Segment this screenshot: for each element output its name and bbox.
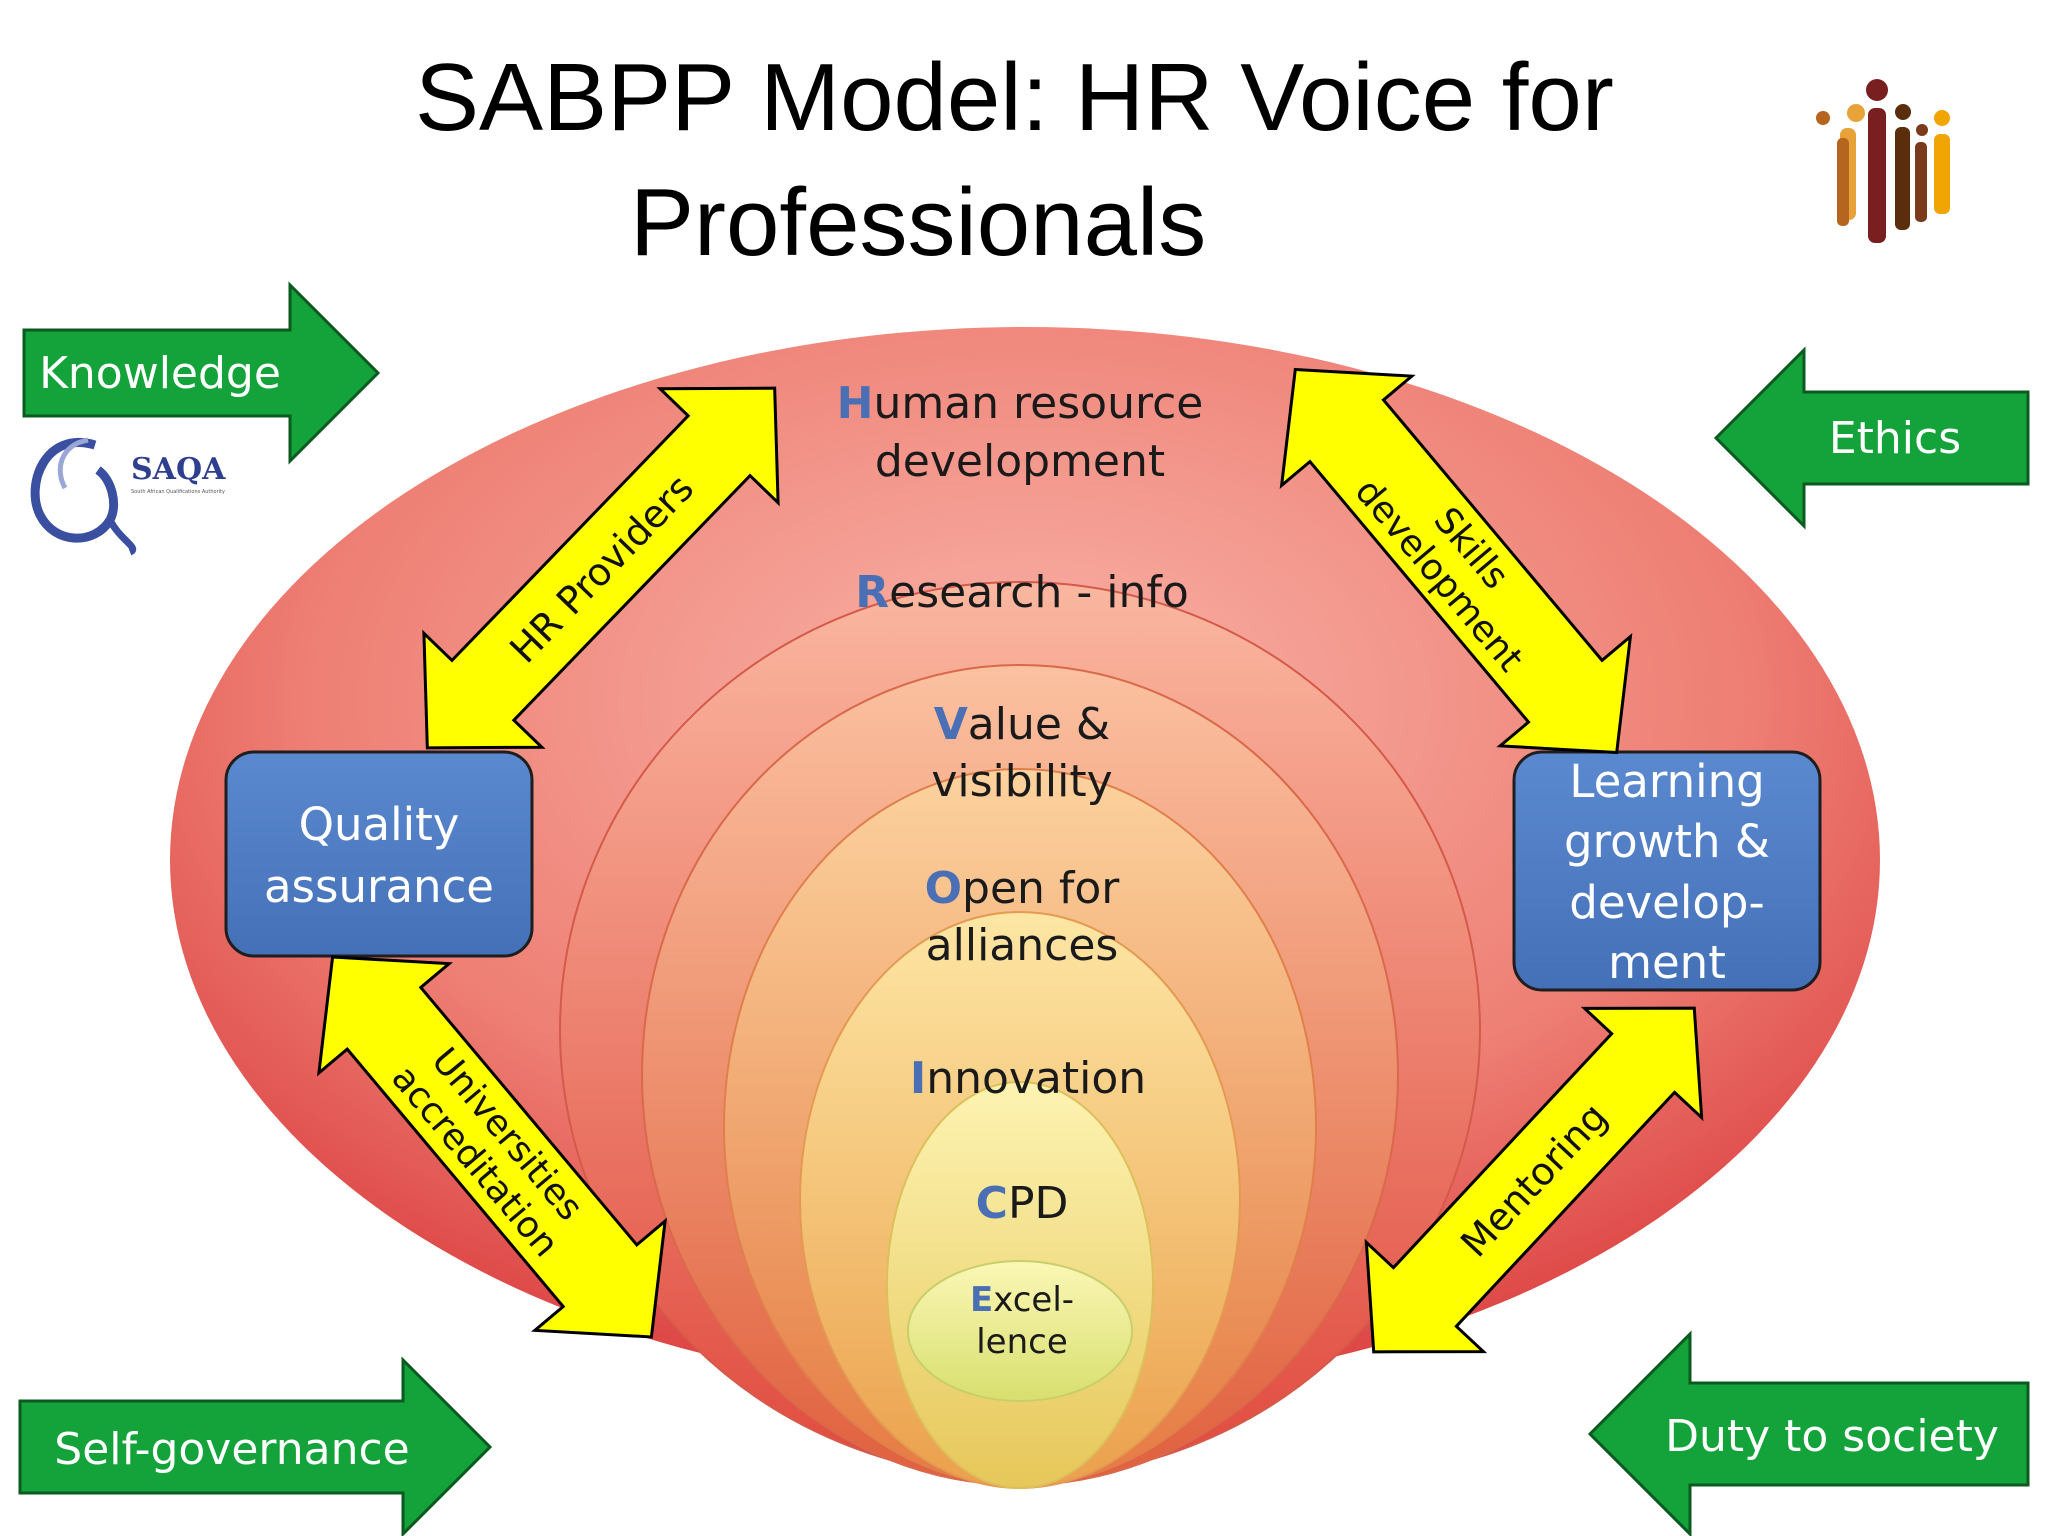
learning-label: Learning bbox=[1569, 755, 1764, 808]
ethics-arrow: Ethics bbox=[1713, 346, 2030, 530]
knowledge-arrow: Knowledge bbox=[22, 281, 381, 465]
page-title-line1: SABPP Model: HR Voice for bbox=[415, 44, 1614, 151]
ring-label-human-resource: Human resource bbox=[837, 378, 1204, 429]
duty-to-society-arrow: Duty to society bbox=[1587, 1330, 2030, 1536]
page-title-line2: Professionals bbox=[630, 169, 1207, 276]
ring-label-research: Research - info bbox=[855, 567, 1189, 618]
ring-label-cpd: CPD bbox=[976, 1178, 1069, 1229]
ring-label-lence: lence bbox=[976, 1322, 1068, 1362]
ring-excellence bbox=[907, 1260, 1133, 1402]
ring-label-open: Open for bbox=[925, 863, 1121, 914]
saqa-subtext: South African Qualifications Authority bbox=[131, 489, 225, 495]
saqa-logo: SAQA South African Qualifications Author… bbox=[30, 437, 226, 556]
quality-assurance-box: Quality assurance bbox=[224, 750, 534, 958]
ring-label-value: Value & bbox=[934, 699, 1111, 750]
ring-label-alliances: alliances bbox=[926, 920, 1119, 971]
develop-label: develop- bbox=[1569, 876, 1764, 929]
growth-label: growth & bbox=[1564, 815, 1770, 868]
knowledge-label: Knowledge bbox=[39, 348, 281, 399]
saqa-text: SAQA bbox=[131, 452, 226, 487]
ring-label-excellence: Excel- bbox=[970, 1280, 1074, 1320]
ment-label: ment bbox=[1608, 936, 1726, 989]
ring-label-visibility: visibility bbox=[931, 756, 1112, 807]
self-governance-arrow: Self-governance bbox=[18, 1356, 493, 1536]
sabpp-logo bbox=[1816, 79, 1950, 243]
ethics-label: Ethics bbox=[1829, 413, 1961, 464]
ring-label-development: development bbox=[875, 436, 1165, 487]
duty-to-society-label: Duty to society bbox=[1665, 1411, 1999, 1462]
learning-growth-box: Learning growth & develop- ment bbox=[1512, 750, 1822, 992]
self-governance-label: Self-governance bbox=[54, 1424, 409, 1475]
assurance-label: assurance bbox=[264, 860, 494, 913]
quality-label: Quality bbox=[299, 798, 460, 851]
ring-label-innovation: Innovation bbox=[910, 1053, 1146, 1104]
